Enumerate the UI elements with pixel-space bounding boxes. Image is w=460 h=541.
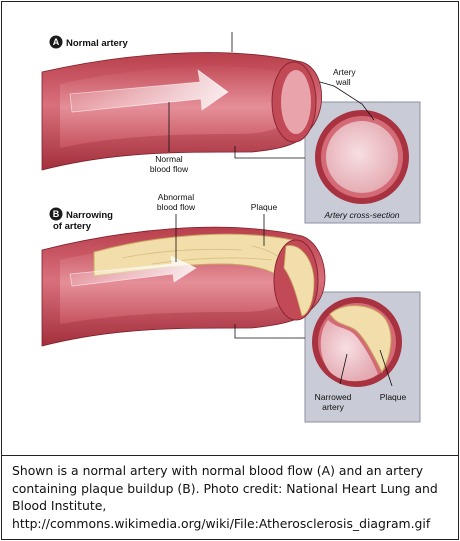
panel-b-letter: B <box>53 209 60 219</box>
leader-plaque-cross <box>379 349 393 387</box>
cross-section-title: Artery cross-section <box>323 210 399 220</box>
panel-a-letter: A <box>53 37 60 47</box>
leader-narrowed <box>339 353 348 385</box>
normal-flow-arrow <box>69 69 229 113</box>
label-narrowed-artery: artery <box>322 402 344 412</box>
leader-cross-section-b <box>234 324 305 339</box>
cross-section-narrowed-lumen <box>320 320 378 382</box>
caption-box: Shown is a normal artery with normal blo… <box>2 455 458 540</box>
label-plaque-cross: Plaque <box>380 392 407 402</box>
label-plaque: Plaque <box>251 202 278 212</box>
leader-cross-section-a <box>234 146 305 159</box>
label-blood-flow-a: blood flow <box>150 164 189 174</box>
panel-a-title: Normal artery <box>66 38 128 49</box>
leader-artery-wall <box>319 81 375 121</box>
label-blood-flow-b: blood flow <box>157 202 196 212</box>
atherosclerosis-diagram: A Normal artery Artery cross-section Nor… <box>41 32 421 423</box>
panel-b-title-line1: Narrowing <box>66 210 113 221</box>
panel-a: A Normal artery Artery cross-section Nor… <box>41 32 421 224</box>
caption-text: Shown is a normal artery with normal blo… <box>12 463 438 531</box>
label-artery: Artery <box>333 67 356 77</box>
panel-b-title-line2: of artery <box>53 221 92 232</box>
artery-b-open-end-plaque <box>283 245 315 317</box>
cross-section-lumen-a <box>326 121 398 193</box>
label-narrowed: Narrowed <box>315 392 352 402</box>
abnormal-flow-arrow <box>69 255 197 287</box>
artery-a-lumen <box>60 66 298 148</box>
panel-a-badge <box>49 35 63 49</box>
cross-section-plaque <box>329 305 392 374</box>
label-wall: wall <box>335 77 351 87</box>
panel-b: B Narrowing of artery Narrowed artery Pl… <box>41 192 421 423</box>
artery-a-open-end-inner <box>281 70 311 134</box>
label-normal: Normal <box>155 154 183 164</box>
panel-b-badge <box>49 207 63 221</box>
label-abnormal: Abnormal <box>158 192 194 202</box>
